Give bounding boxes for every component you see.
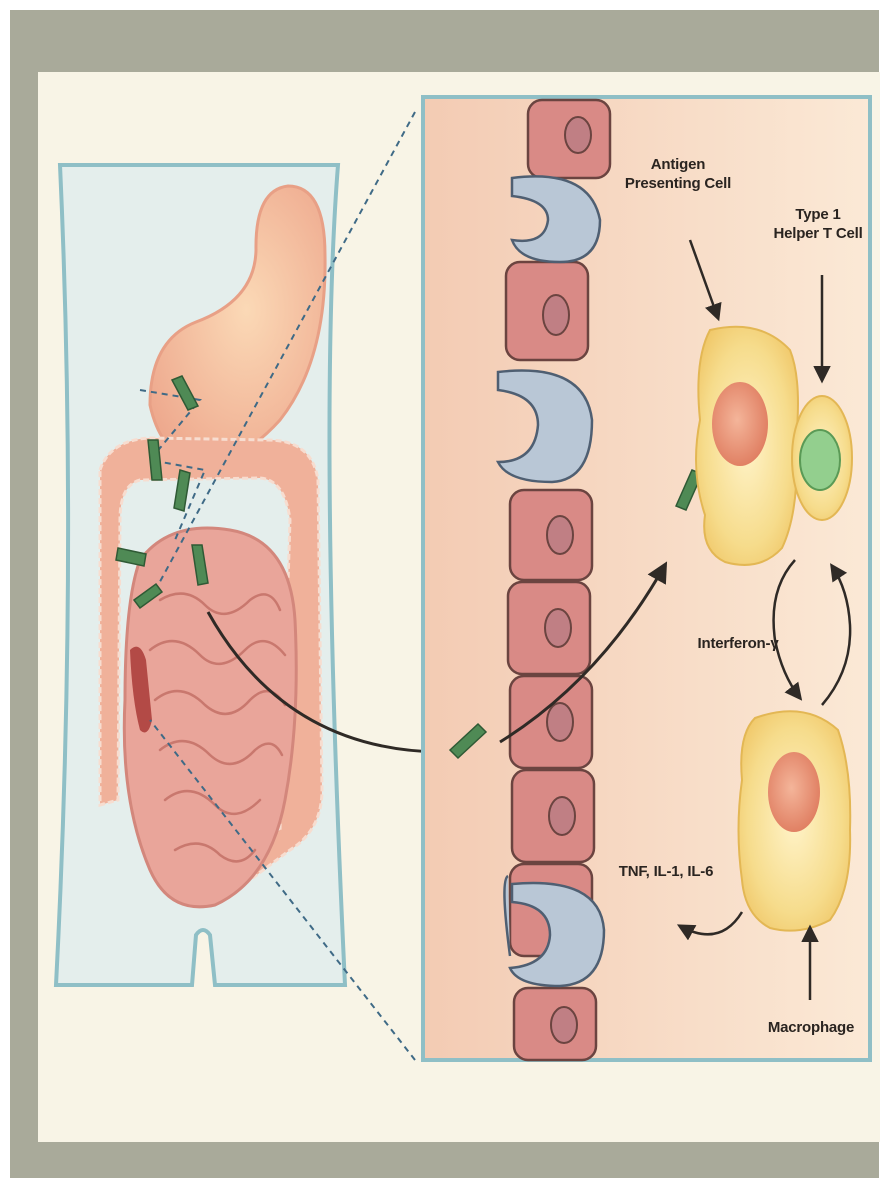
epithelial-nucleus	[551, 1007, 577, 1043]
helper-t-cell-label: Type 1 Helper T Cell	[762, 205, 874, 243]
epithelial-nucleus	[547, 516, 573, 554]
epithelial-nucleus	[545, 609, 571, 647]
macrophage-cell	[739, 711, 851, 930]
helper-t-cell	[792, 396, 852, 520]
epithelial-nucleus	[565, 117, 591, 153]
epithelial-nucleus	[543, 295, 569, 335]
t-cell-nucleus	[800, 430, 840, 490]
cytokines-label: TNF, IL-1, IL-6	[604, 862, 728, 881]
antigen-presenting-cell-label: Antigen Presenting Cell	[618, 155, 738, 193]
epithelial-nucleus	[547, 703, 573, 741]
apc-nucleus	[712, 382, 768, 466]
antigen-presenting-cell	[696, 327, 798, 565]
macrophage-label: Macrophage	[756, 1018, 866, 1037]
torso-illustration	[56, 112, 440, 1060]
macrophage-nucleus	[768, 752, 820, 832]
interferon-gamma-label: Interferon-γ	[678, 634, 798, 653]
epithelial-nucleus	[549, 797, 575, 835]
